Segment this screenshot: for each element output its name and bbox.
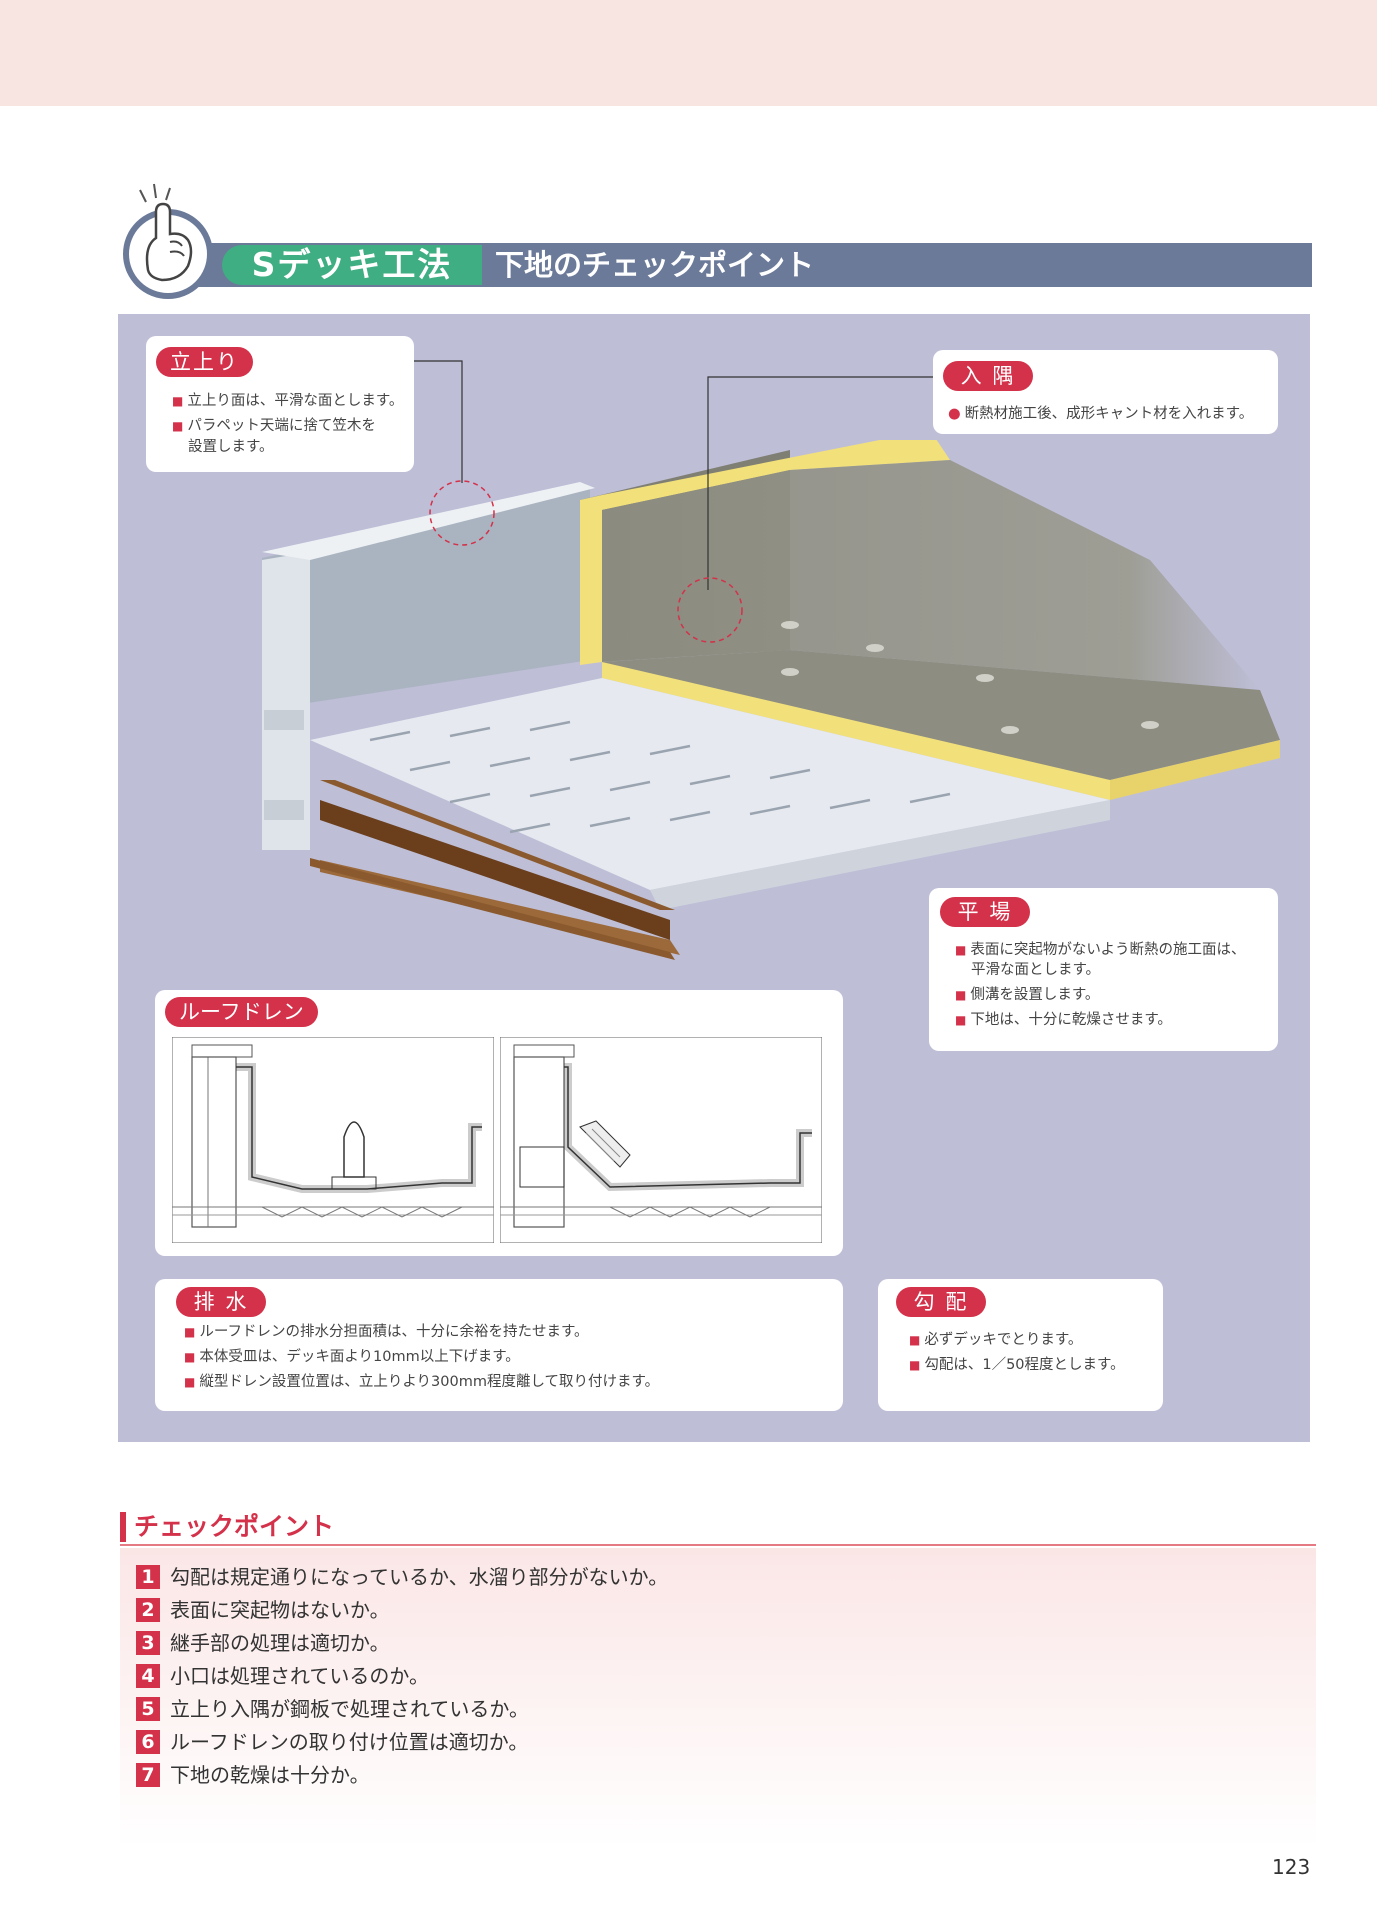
hiraba-line-2: 平滑な面とします。 <box>971 962 1101 978</box>
koubai-line-2: ■勾配は、1／50程度とします。 <box>909 1357 1125 1373</box>
checkpoint-text: 立上り入隅が鋼板で処理されているか。 <box>170 1697 529 1721</box>
roofdrain-side-diagram <box>500 1037 822 1243</box>
checkpoint-marker <box>120 1512 126 1542</box>
irisumi-tag: 入 隅 <box>943 361 1033 391</box>
checkpoint-number: 7 <box>136 1763 160 1787</box>
top-band <box>0 0 1377 106</box>
checkpoint-number: 1 <box>136 1565 160 1589</box>
checkpoint-background <box>120 1548 1316 1848</box>
koubai-tag: 勾 配 <box>896 1287 986 1317</box>
hiraba-tag: 平 場 <box>940 897 1030 927</box>
checkpoint-text: 小口は処理されているのか。 <box>170 1664 429 1688</box>
hiraba-line-3: ■側溝を設置します。 <box>955 987 1100 1003</box>
koubai-line-1: ■必ずデッキでとります。 <box>909 1332 1083 1348</box>
pointing-hand-icon <box>123 183 213 299</box>
header-method-pill: Sデッキ工法 <box>222 245 482 285</box>
tachiagari-line-2: ■パラペット天端に捨て笠木を <box>172 418 376 434</box>
checkpoint-title: チェックポイント <box>134 1512 335 1541</box>
checkpoint-number: 6 <box>136 1730 160 1754</box>
roofdrain-tag: ルーフドレン <box>165 997 318 1027</box>
irisumi-circle <box>677 577 743 643</box>
roof-deck-illustration <box>262 440 1280 960</box>
hiraba-line-4: ■下地は、十分に乾燥させます。 <box>955 1012 1172 1028</box>
checkpoint-text: 下地の乾燥は十分か。 <box>170 1763 370 1787</box>
irisumi-line-1: ●断熱材施工後、成形キャント材を入れます。 <box>948 406 1254 422</box>
tachiagari-line-1: ■立上り面は、平滑な面とします。 <box>172 393 404 409</box>
tachiagari-line-3: 設置します。 <box>188 439 274 455</box>
haisui-tag: 排 水 <box>176 1287 266 1317</box>
checkpoint-text: 勾配は規定通りになっているか、水溜り部分がないか。 <box>170 1565 669 1589</box>
haisui-line-3: ■縦型ドレン設置位置は、立上りより300mm程度離して取り付けます。 <box>184 1374 660 1390</box>
checkpoint-text: ルーフドレンの取り付け位置は適切か。 <box>170 1730 529 1754</box>
checkpoint-number: 5 <box>136 1697 160 1721</box>
checkpoint-text: 継手部の処理は適切か。 <box>170 1631 390 1655</box>
checkpoint-number: 2 <box>136 1598 160 1622</box>
checkpoint-rule <box>120 1544 1316 1546</box>
checkpoint-number: 4 <box>136 1664 160 1688</box>
haisui-line-1: ■ルーフドレンの排水分担面積は、十分に余裕を持たせます。 <box>184 1324 589 1340</box>
header-subtitle: 下地のチェックポイント <box>495 248 815 282</box>
hiraba-line-1: ■表面に突起物がないよう断熱の施工面は、 <box>955 942 1246 958</box>
haisui-box <box>155 1279 843 1411</box>
haisui-line-2: ■本体受皿は、デッキ面より10mm以上下げます。 <box>184 1349 520 1365</box>
tachiagari-tag: 立上り <box>156 347 253 377</box>
checkpoint-number: 3 <box>136 1631 160 1655</box>
roofdrain-vertical-diagram <box>172 1037 494 1243</box>
checkpoint-text: 表面に突起物はないか。 <box>170 1598 390 1622</box>
page-number: 123 <box>1272 1855 1311 1879</box>
